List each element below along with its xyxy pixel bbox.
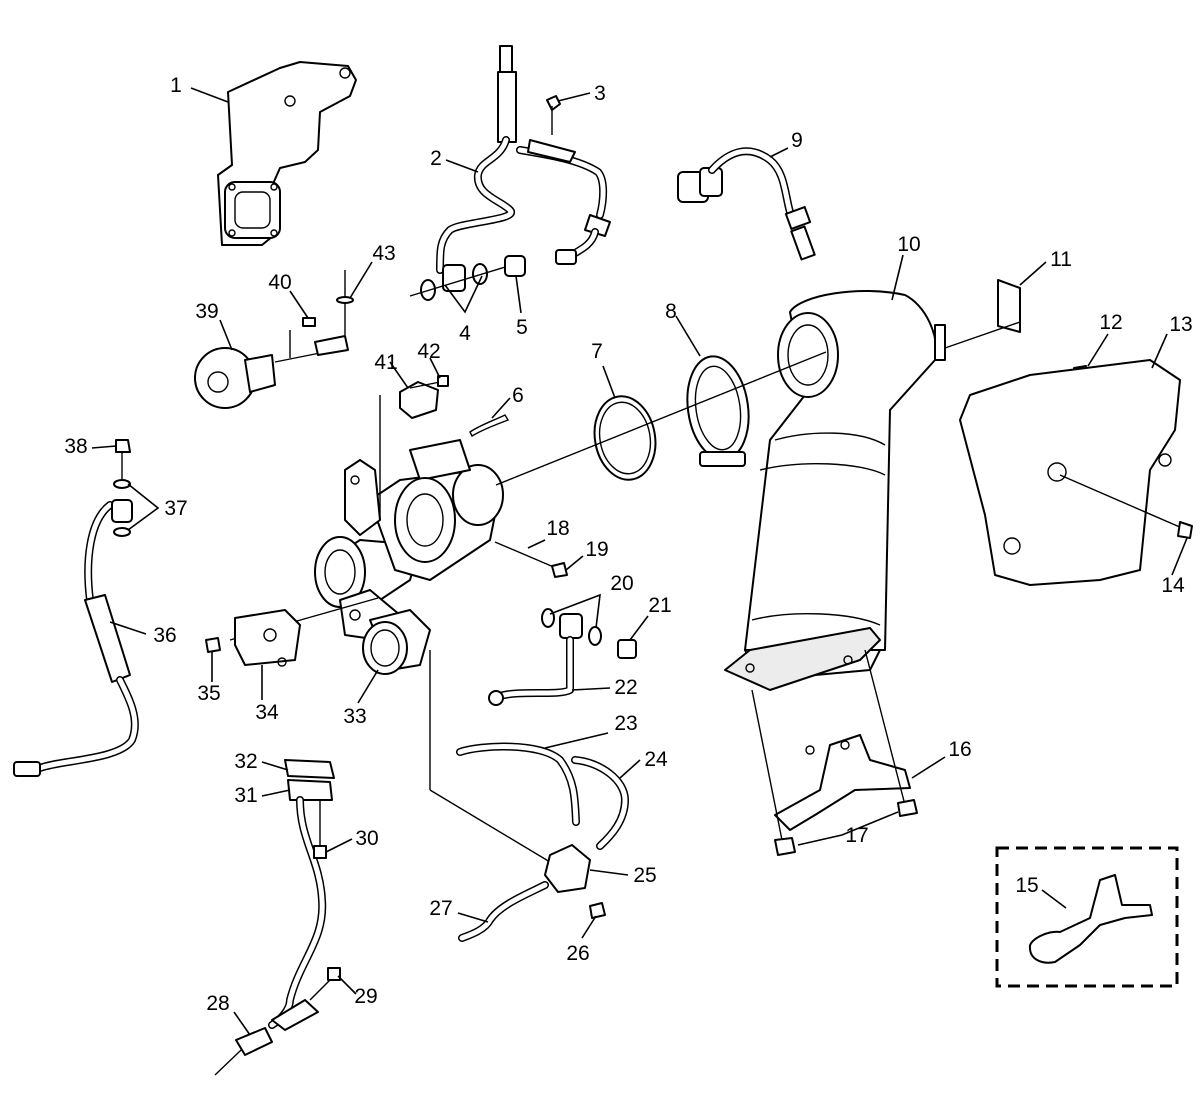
callout-37: 37 xyxy=(164,497,187,520)
part-21-bolt xyxy=(617,639,637,659)
callout-31: 31 xyxy=(234,784,257,807)
callout-4: 4 xyxy=(459,322,471,345)
leader-lines xyxy=(91,87,1188,1036)
callout-6: 6 xyxy=(512,384,524,407)
part-41-bracket xyxy=(399,381,439,419)
part-2-coolant-pipe xyxy=(436,45,611,274)
part-40-clip xyxy=(302,317,316,327)
part-42-bolt xyxy=(409,375,449,389)
part-10-catalytic-converter xyxy=(724,290,946,691)
part-16-bracket xyxy=(774,734,911,831)
part-9-oxygen-sensor xyxy=(677,147,816,261)
callout-15: 15 xyxy=(1015,874,1038,897)
callout-labels: 1 2 3 4 5 6 7 8 9 10 11 12 13 14 15 16 1… xyxy=(64,74,1192,1015)
callout-41: 41 xyxy=(374,351,397,374)
part-37-washers xyxy=(111,479,133,537)
part-19-nut xyxy=(551,562,568,578)
callout-30: 30 xyxy=(355,827,378,850)
callout-9: 9 xyxy=(791,129,803,152)
callout-21: 21 xyxy=(648,594,671,617)
part-33-outlet-elbow xyxy=(362,609,431,675)
part-32-gasket xyxy=(284,759,335,779)
callout-23: 23 xyxy=(614,712,637,735)
callout-10: 10 xyxy=(897,233,920,256)
part-17-nuts xyxy=(751,649,918,856)
callout-32: 32 xyxy=(234,750,257,773)
part-28-gasket xyxy=(235,999,319,1056)
part-29-bolt xyxy=(309,967,341,1001)
part-1-turbo-heat-shield xyxy=(217,61,357,246)
callout-28: 28 xyxy=(206,992,229,1015)
callout-1: 1 xyxy=(170,74,182,97)
part-26-bolt xyxy=(589,902,606,919)
callout-17: 17 xyxy=(845,824,868,847)
callout-34: 34 xyxy=(255,701,279,724)
callout-36: 36 xyxy=(153,624,176,647)
callout-20: 20 xyxy=(610,572,633,595)
callout-25: 25 xyxy=(633,864,656,887)
callout-35: 35 xyxy=(197,682,220,705)
part-39-wastegate-actuator xyxy=(194,330,349,409)
callout-43: 43 xyxy=(372,242,395,265)
part-43-rod xyxy=(336,270,354,335)
part-11-stud xyxy=(944,279,1021,349)
callout-22: 22 xyxy=(614,676,637,699)
part-15-detail-inset xyxy=(995,846,1179,988)
callout-8: 8 xyxy=(665,300,677,323)
part-3-bolt xyxy=(546,95,561,135)
part-5-banjo-bolt xyxy=(504,255,526,277)
callout-27: 27 xyxy=(429,897,452,920)
callout-18: 18 xyxy=(546,517,569,540)
callout-39: 39 xyxy=(195,300,218,323)
callout-5: 5 xyxy=(516,316,528,339)
part-30-bolt xyxy=(313,800,327,859)
part-6-clip xyxy=(469,414,510,437)
turbocharger xyxy=(314,439,504,641)
part-4-washers xyxy=(409,263,513,301)
part-22-oil-pipe xyxy=(488,636,574,706)
part-23-hose xyxy=(456,742,580,826)
callout-2: 2 xyxy=(430,147,442,170)
part-36-oil-feed-pipe xyxy=(13,501,139,777)
callout-14: 14 xyxy=(1161,574,1185,597)
part-34-actuator xyxy=(234,609,301,667)
part-35-bolt xyxy=(205,637,221,653)
part-7-gasket-ring xyxy=(593,395,657,481)
part-38-bolt xyxy=(115,439,131,480)
callout-13: 13 xyxy=(1169,313,1192,336)
callout-38: 38 xyxy=(64,435,87,458)
callout-40: 40 xyxy=(268,271,291,294)
callout-33: 33 xyxy=(343,705,366,728)
callout-11: 11 xyxy=(1050,248,1072,271)
callout-24: 24 xyxy=(644,748,668,771)
callout-26: 26 xyxy=(566,942,589,965)
callout-7: 7 xyxy=(591,340,603,363)
callout-19: 19 xyxy=(585,538,608,561)
callout-12: 12 xyxy=(1099,311,1122,334)
part-31-oil-return-pipe xyxy=(268,779,333,1029)
callout-3: 3 xyxy=(594,82,606,105)
part-13-heat-shield xyxy=(959,359,1181,586)
callout-16: 16 xyxy=(948,738,971,761)
part-18-stud xyxy=(494,541,557,569)
callout-29: 29 xyxy=(354,985,377,1008)
callout-42: 42 xyxy=(417,340,440,363)
part-24-hose xyxy=(571,756,629,850)
part-27-hose xyxy=(458,881,549,942)
part-14-bolt xyxy=(1059,474,1193,539)
part-25-solenoid-valve xyxy=(544,844,591,893)
part-8-v-band-clamp xyxy=(686,355,750,467)
